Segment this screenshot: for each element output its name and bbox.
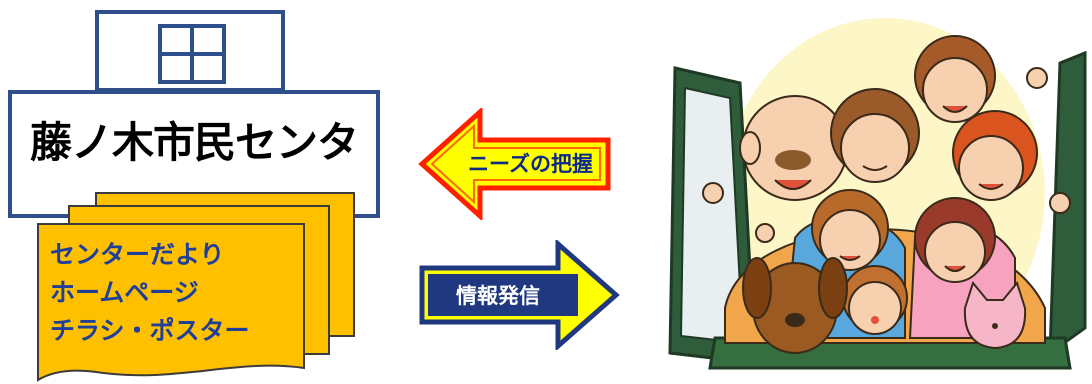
info-label: 情報発信 [456,284,540,308]
left-arrow-icon [418,108,611,220]
building-name: 藤ノ木市民センター [29,118,359,237]
window-icon [158,24,226,84]
media-item-flyer-poster: チラシ・ポスター [50,316,250,345]
needs-label: ニーズの把握 [468,152,593,176]
paper-sheet-front [37,223,305,382]
media-item-newsletter: センターだより [50,240,225,269]
media-item-homepage: ホームページ [50,278,199,307]
people-in-window-icon [668,18,1087,370]
right-arrow-icon [419,240,620,350]
